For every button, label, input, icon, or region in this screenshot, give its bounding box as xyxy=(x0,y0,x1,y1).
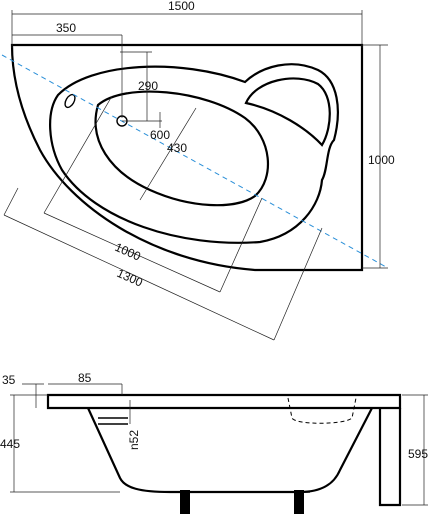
plan-view: 1500 350 290 600 430 xyxy=(1,0,395,341)
tub-rim-section xyxy=(46,393,402,410)
dimension-overall-width: 1500 xyxy=(11,0,363,48)
dimension-diag-inner: 1000 xyxy=(43,95,263,293)
dimension-overflow-label: n52 xyxy=(127,430,141,450)
leg-right xyxy=(294,490,304,514)
dimension-overflow: n52 xyxy=(127,400,141,450)
section-view: 35 85 445 n52 595 xyxy=(0,371,428,514)
tub-seat-hidden xyxy=(287,397,357,424)
dimension-drain-top: 290 xyxy=(120,51,158,121)
dimension-drain-right-label: 600 xyxy=(150,128,170,142)
dimension-inner-width-label: 430 xyxy=(167,141,187,155)
dimension-total-height-label: 595 xyxy=(408,447,428,461)
dimension-total-height: 595 xyxy=(402,394,428,506)
dimension-overall-height: 1000 xyxy=(362,44,395,269)
tub-side-panel xyxy=(378,408,402,507)
tub-legs xyxy=(175,490,310,514)
dimension-diag-outer-label: 1300 xyxy=(115,266,145,290)
dimension-rim-width: 85 xyxy=(48,371,123,395)
tub-basin-outline xyxy=(94,90,270,207)
dimension-diag-outer: 1300 xyxy=(3,187,323,341)
tub-seat-outline xyxy=(244,77,331,147)
dimension-tub-depth: 445 xyxy=(0,394,120,493)
tub-inner-rim xyxy=(49,63,339,244)
dimension-rim-width-label: 85 xyxy=(78,371,92,385)
tub-outer-outline xyxy=(10,43,364,272)
dimension-left-offset-label: 350 xyxy=(56,21,76,35)
dimension-tub-depth-label: 445 xyxy=(0,437,20,451)
dimension-diag-inner-label: 1000 xyxy=(113,240,143,264)
symmetry-axis xyxy=(1,54,389,269)
leg-left xyxy=(180,490,190,514)
overflow-fitting xyxy=(98,417,128,425)
dimension-rim-top: 35 xyxy=(2,373,44,408)
dimension-overall-width-label: 1500 xyxy=(168,0,195,13)
dimension-rim-top-label: 35 xyxy=(2,373,16,387)
dimension-inner-width: 430 xyxy=(139,107,197,201)
dimension-drain-top-label: 290 xyxy=(138,79,158,93)
dimension-drain-right: 600 xyxy=(122,112,170,142)
dimension-left-offset: 350 xyxy=(12,21,123,118)
dimension-overall-height-label: 1000 xyxy=(368,153,395,167)
